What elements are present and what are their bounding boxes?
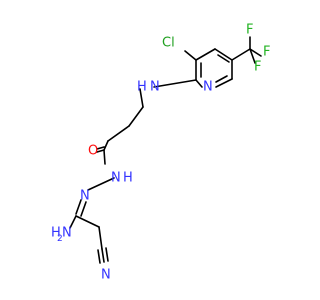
hydrazide-h-label: H (123, 171, 133, 186)
nh2-h-label: H (51, 226, 61, 241)
pyridine-n-label: N (203, 80, 213, 95)
fluorine-top-label: F (246, 23, 253, 38)
fluorine-right-label: F (263, 45, 270, 60)
amine-n-label: N (150, 80, 160, 95)
hydrazone-n-label: N (80, 189, 90, 204)
carbonyl-o-label: O (88, 144, 98, 159)
atom-labels: Cl F F F N H N O N H N H 2 N N (51, 23, 270, 283)
nh2-n-label: N (62, 226, 72, 241)
chlorine-label: Cl (162, 36, 175, 51)
fluorine-bottom-label: F (254, 60, 261, 75)
nh2-subscript-label: 2 (57, 234, 63, 244)
molecule-structure: Cl F F F N H N O N H N H 2 N N (51, 23, 270, 283)
bond-lines (69, 36, 262, 264)
hydrazide-n-label: N (111, 171, 121, 186)
nitrile-n-label: N (101, 268, 111, 283)
amine-h-label: H (137, 80, 147, 95)
